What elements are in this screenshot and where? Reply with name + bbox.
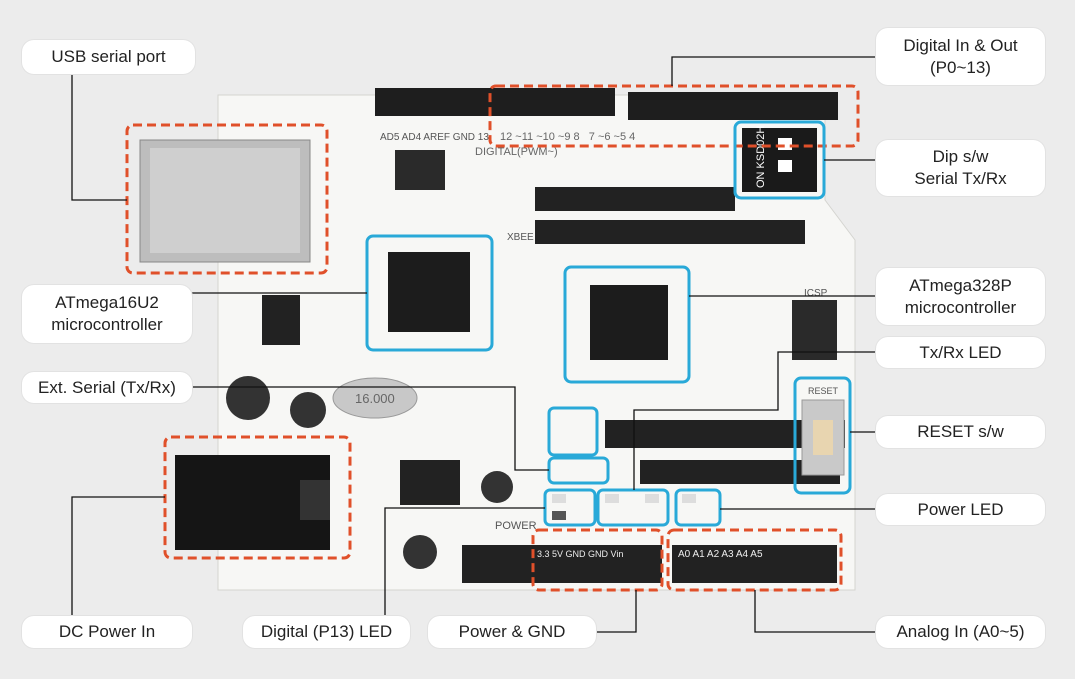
label-dc-power-in: DC Power In bbox=[22, 616, 192, 648]
power-pin-labels: 3.3 5V GND GND Vin bbox=[537, 549, 623, 559]
reset-silk-text: RESET bbox=[808, 386, 839, 396]
atmega16u2-chip bbox=[388, 252, 470, 332]
label-p13-led: Digital (P13) LED bbox=[243, 616, 410, 648]
label-digital-io: Digital In & Out(P0~13) bbox=[876, 28, 1045, 85]
atmega328p-highlight bbox=[563, 265, 691, 384]
capacitor bbox=[481, 471, 513, 503]
txrx-led-highlight bbox=[596, 488, 670, 527]
p13-leader bbox=[384, 507, 545, 616]
capacitor bbox=[290, 392, 326, 428]
dip-chip-text: ON KSD02H bbox=[755, 126, 767, 188]
xbee-silk-text: XBEE bbox=[507, 232, 534, 243]
power-gnd-leader bbox=[596, 590, 637, 633]
ext-serial-leader bbox=[192, 386, 549, 471]
capacitor bbox=[403, 535, 437, 569]
digital-silk-text: DIGITAL(PWM~) bbox=[475, 146, 558, 158]
icsp2-pins bbox=[792, 300, 837, 360]
crystal-text: 16.000 bbox=[355, 391, 395, 406]
label-power-led: Power LED bbox=[876, 494, 1045, 525]
label-txrx-led: Tx/Rx LED bbox=[876, 337, 1045, 368]
analog-leader bbox=[754, 590, 876, 633]
label-analog-in: Analog In (A0~5) bbox=[876, 616, 1045, 648]
power-silk-text: POWER bbox=[495, 520, 537, 532]
reset-highlight bbox=[793, 376, 852, 495]
dc-leader bbox=[71, 496, 165, 616]
icsp1-pins bbox=[395, 150, 445, 190]
header-xbee-2 bbox=[535, 220, 805, 244]
crystal bbox=[332, 377, 418, 419]
header-top-right bbox=[628, 92, 838, 120]
label-usb-serial-port: USB serial port bbox=[22, 40, 195, 74]
label-power-gnd: Power & GND bbox=[428, 616, 596, 648]
capacitor bbox=[226, 376, 270, 420]
label-ext-serial: Ext. Serial (Tx/Rx) bbox=[22, 372, 192, 403]
left-top-pin-labels: AD5 AD4 AREF GND 13 bbox=[380, 132, 489, 143]
txrx-header-highlight bbox=[547, 406, 599, 457]
header-analog bbox=[672, 545, 837, 583]
label-reset-switch: RESET s/w bbox=[876, 416, 1045, 448]
analog-pin-labels: A0 A1 A2 A3 A4 A5 bbox=[678, 549, 763, 560]
usb-leader bbox=[71, 74, 127, 201]
header-top-left bbox=[375, 88, 615, 116]
regulator-2 bbox=[262, 295, 300, 345]
digital-leader bbox=[671, 56, 876, 86]
regulator bbox=[400, 460, 460, 505]
digital-pin-numbers: 12 ~11 ~10 ~9 8 7 ~6 ~5 4 bbox=[500, 131, 635, 143]
icsp-silk-text: ICSP bbox=[804, 288, 828, 299]
analog-highlight bbox=[666, 528, 843, 592]
header-xbee-1 bbox=[535, 187, 735, 211]
txrx-led-leader bbox=[633, 351, 876, 490]
power-gnd-highlight bbox=[531, 528, 664, 592]
atmega328p-chip bbox=[590, 285, 668, 360]
power-led-highlight bbox=[674, 488, 722, 527]
header-power bbox=[462, 545, 662, 583]
usb-highlight bbox=[125, 123, 329, 275]
